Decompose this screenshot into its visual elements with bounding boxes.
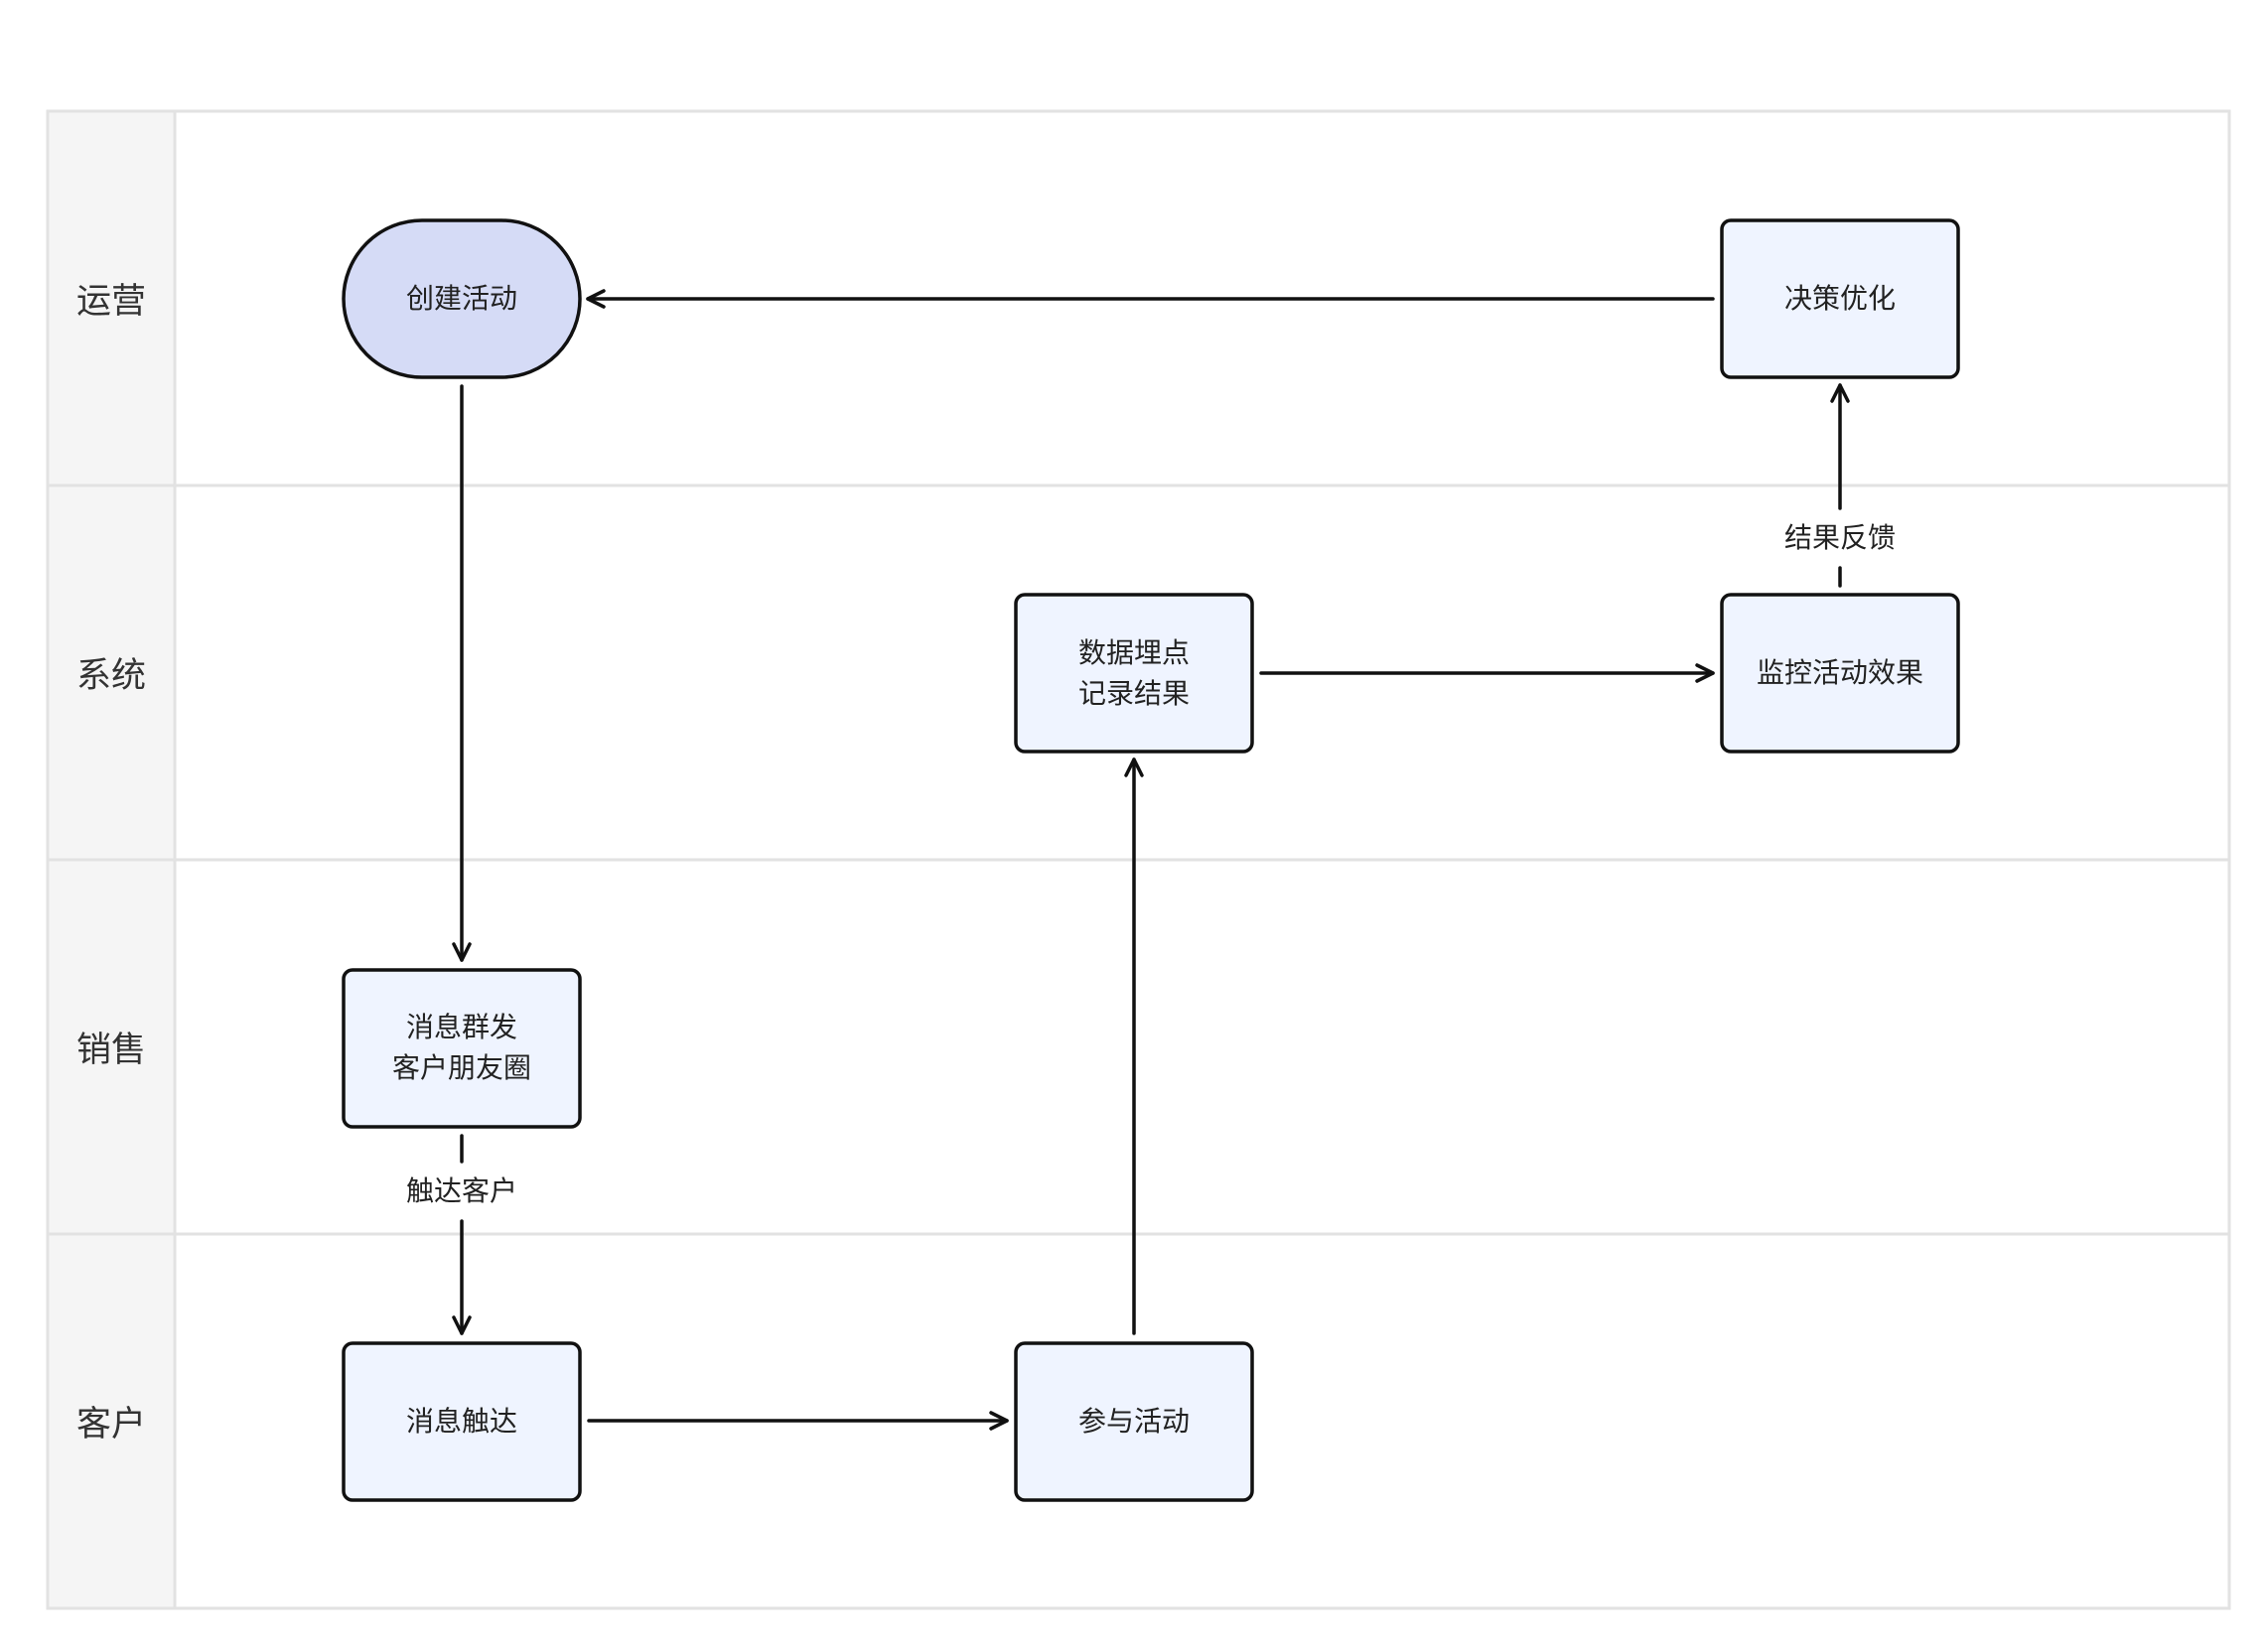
edge-label-result-feedback: 结果反馈 [1784, 521, 1896, 554]
node-decision-optimize[interactable]: 决策优化 [1720, 218, 1960, 379]
lane-grid [46, 109, 2231, 1610]
lane-customer: 客户 [48, 1234, 175, 1608]
node-join-activity-text: 参与活动 [1078, 1405, 1190, 1438]
node-data-tracking-text-line1: 数据埋点 [1078, 636, 1190, 669]
lane-system: 系统 [48, 485, 175, 860]
edge-labels: 触达客户 结果反馈 [406, 521, 1896, 1207]
lane-ops-header [48, 111, 175, 485]
lane-ops: 运营 [48, 111, 175, 485]
lane-customer-header [48, 1234, 175, 1608]
node-message-broadcast-text-line1: 消息群发 [406, 1011, 517, 1043]
node-data-tracking-text-line2: 记录结果 [1078, 677, 1190, 710]
node-message-reach-text: 消息触达 [406, 1405, 517, 1438]
node-monitor-effect[interactable]: 监控活动效果 [1720, 593, 1960, 754]
node-join-activity[interactable]: 参与活动 [1014, 1341, 1254, 1502]
node-create-activity[interactable]: 创建活动 [342, 218, 582, 379]
edges [452, 289, 1850, 1431]
node-message-broadcast-text-line2: 客户朋友圈 [392, 1051, 531, 1084]
lane-system-label: 系统 [76, 656, 146, 696]
lanes: 运营 系统 销售 客户 [46, 109, 2231, 1610]
lane-sales-label: 销售 [76, 1031, 146, 1070]
node-message-broadcast[interactable]: 消息群发 客户朋友圈 [342, 968, 582, 1129]
node-data-tracking[interactable]: 数据埋点 记录结果 [1014, 593, 1254, 754]
lane-ops-label: 运营 [76, 282, 146, 322]
edge-label-reach-customer: 触达客户 [406, 1174, 517, 1207]
lane-system-header [48, 485, 175, 860]
lane-sales-header [48, 860, 175, 1234]
lane-customer-label: 客户 [76, 1405, 146, 1445]
nodes: 创建活动 决策优化 数据埋点 记录结果 监控活动效果 消息群发 客户朋友圈 消息… [342, 218, 1960, 1502]
node-create-activity-text: 创建活动 [406, 282, 517, 315]
node-decision-optimize-text: 决策优化 [1784, 282, 1896, 315]
lane-sales: 销售 [48, 860, 175, 1234]
node-message-reach[interactable]: 消息触达 [342, 1341, 582, 1502]
node-monitor-effect-text: 监控活动效果 [1757, 656, 1923, 689]
